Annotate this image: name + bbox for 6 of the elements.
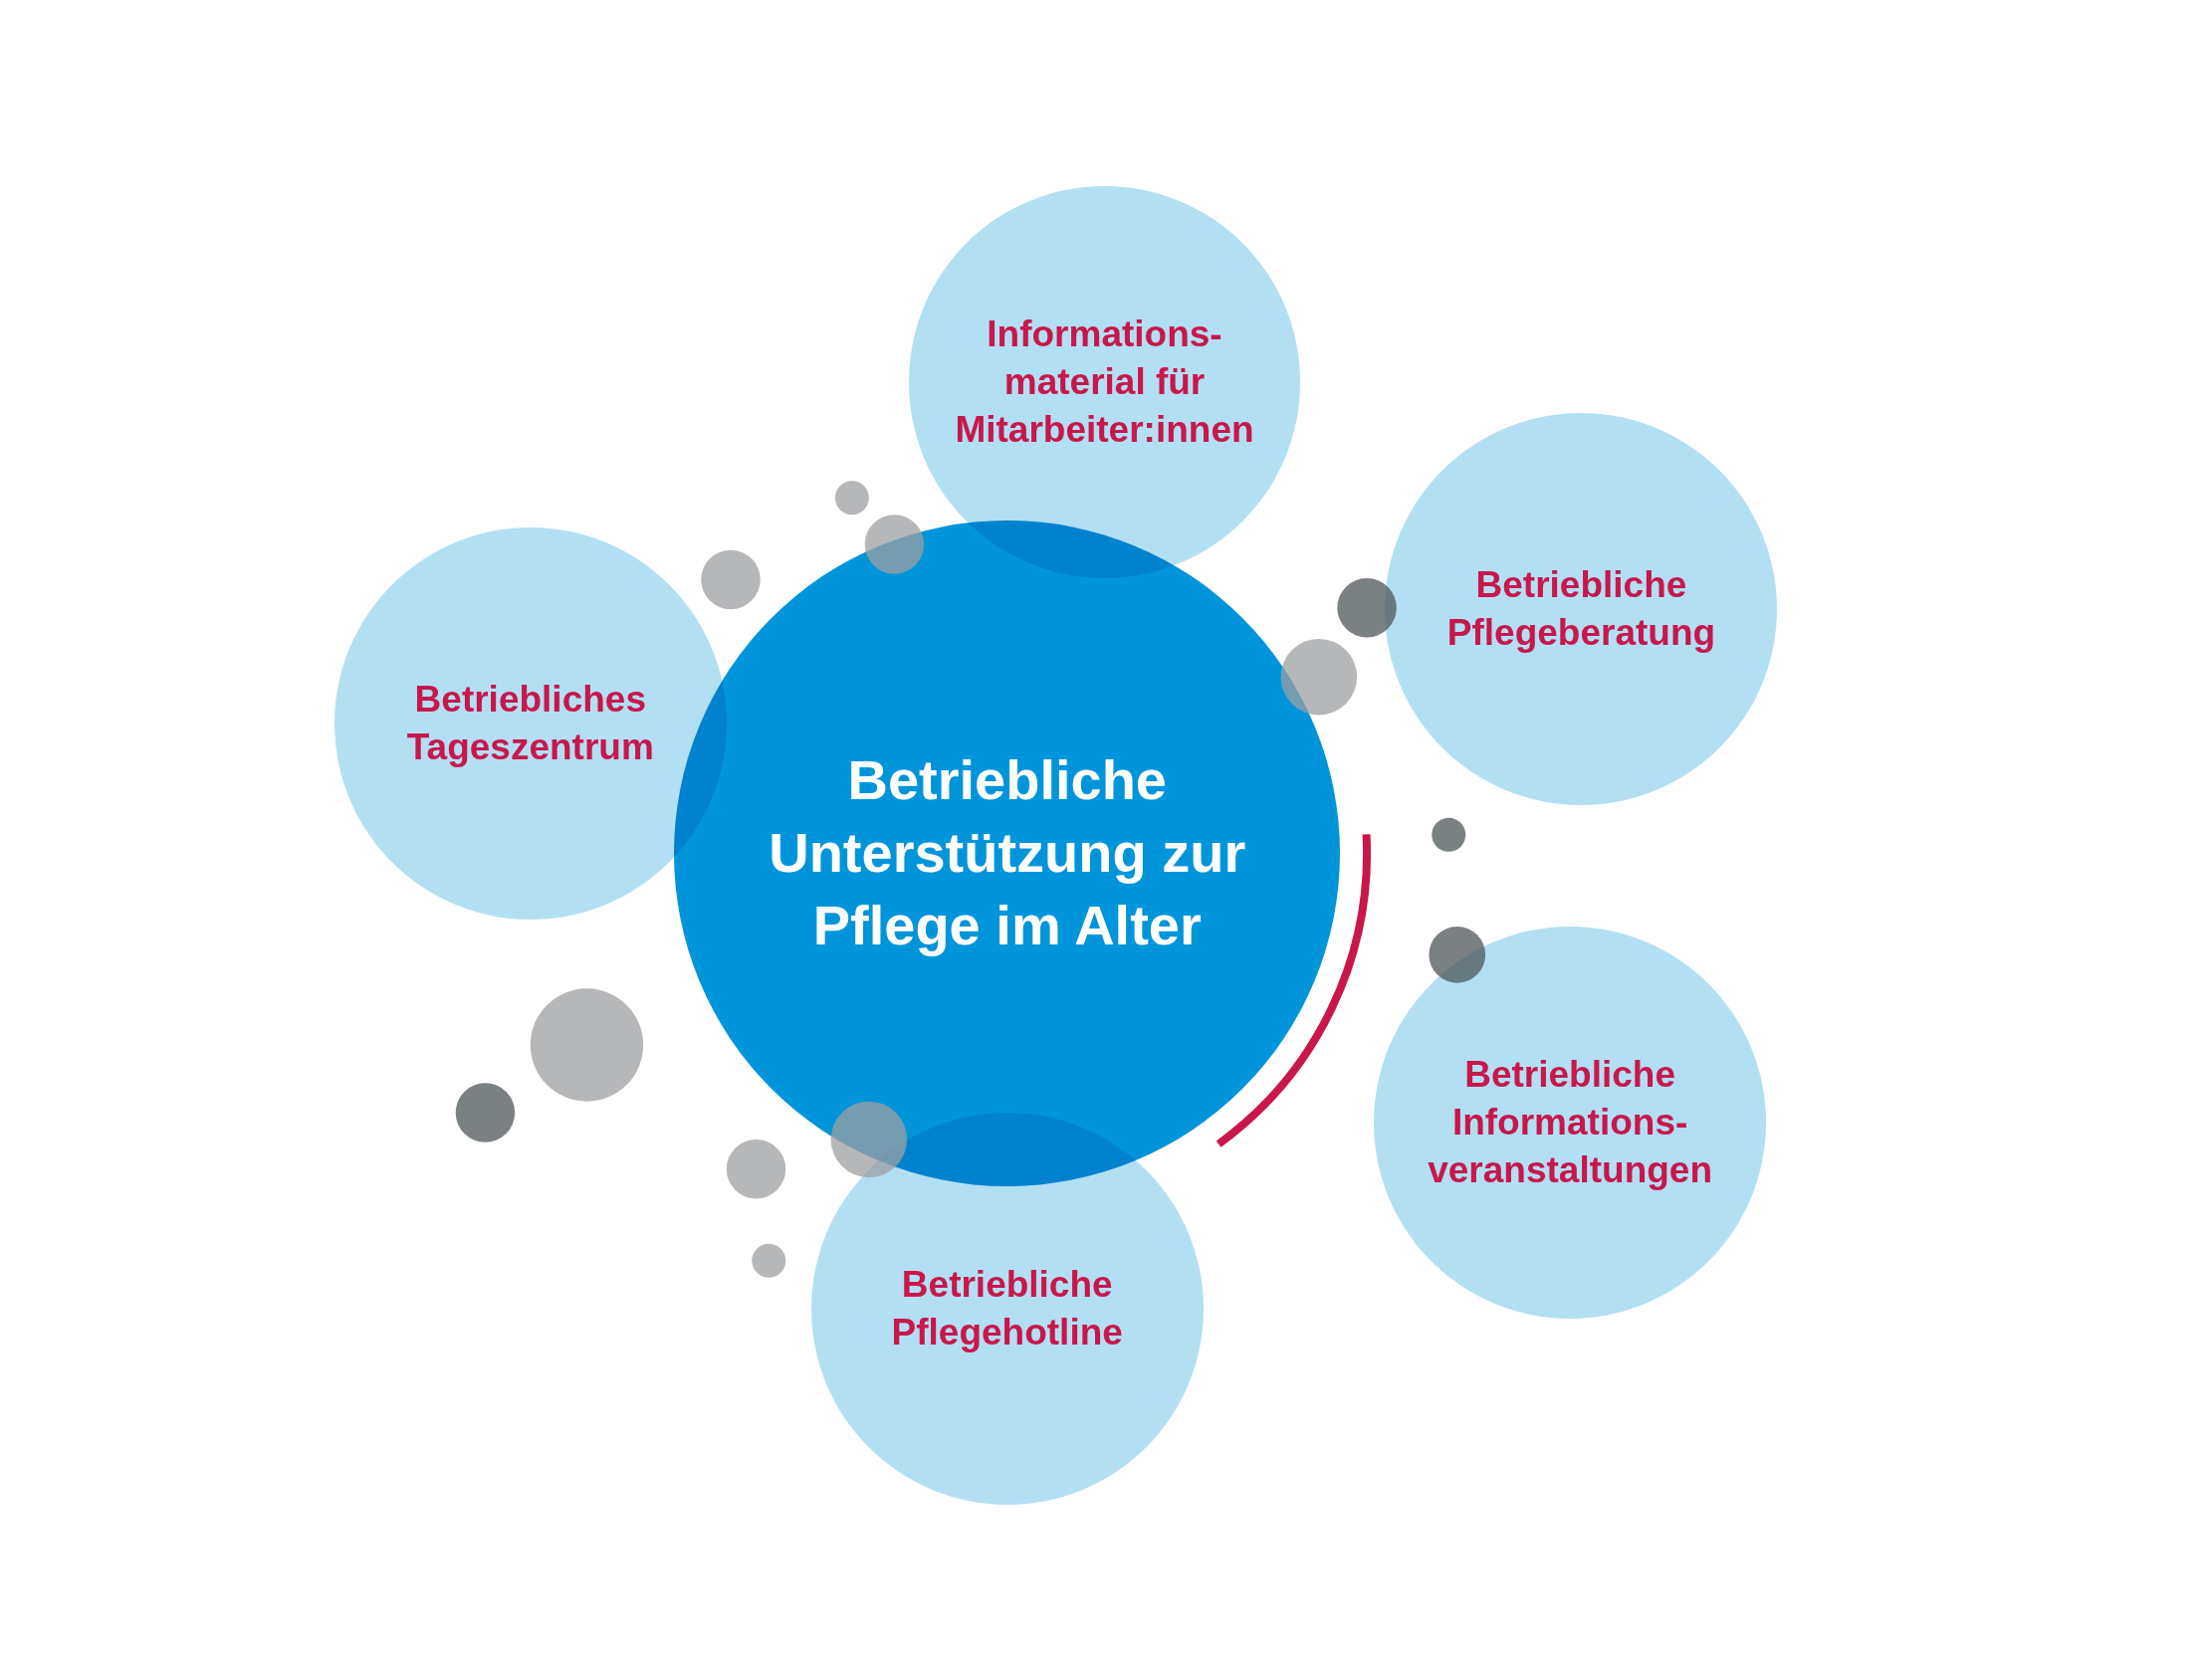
circle-label: Betriebliche Pflegeberatung xyxy=(1445,563,1717,656)
circle-label: Betriebliche Informations- veranstaltungen xyxy=(1427,1052,1713,1192)
circle-label: Informations- material für Mitarbeiter:innen xyxy=(955,311,1254,453)
circle-label: Betriebliches Tageszentrum xyxy=(405,677,655,769)
circle-label: Betriebliche Pflegehotline xyxy=(890,1262,1124,1354)
circle-title: Betriebliche Unterstützung zur Pflege im Alter xyxy=(768,747,1247,958)
